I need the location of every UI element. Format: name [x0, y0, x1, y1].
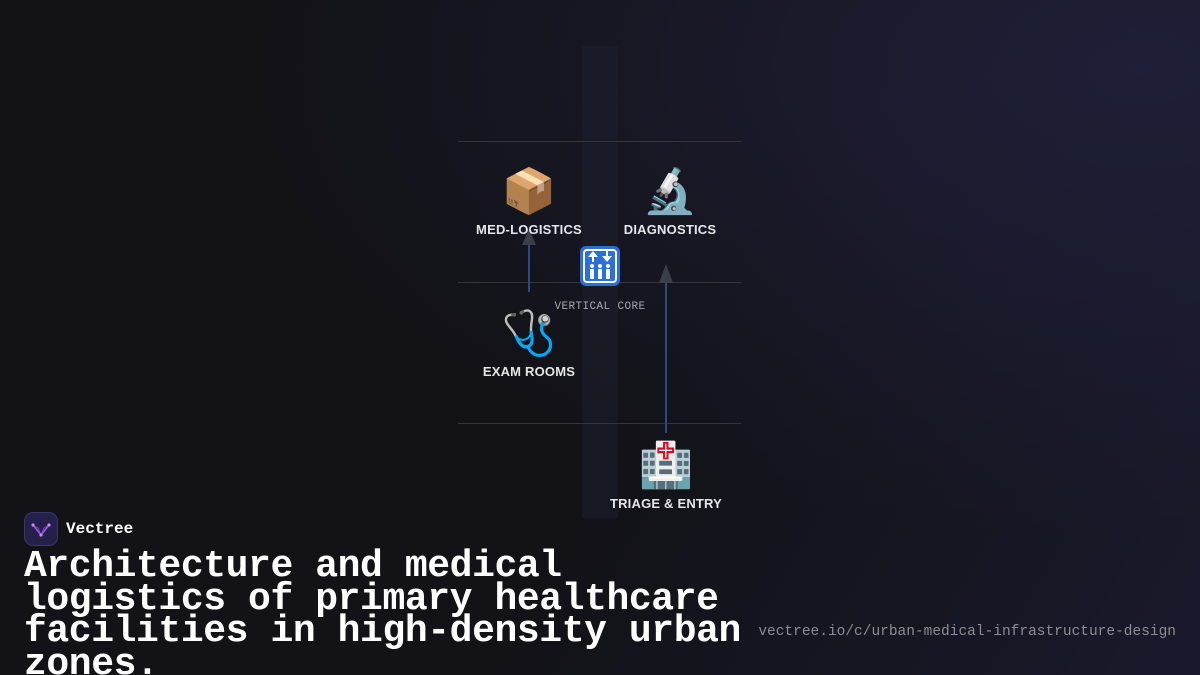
microscope-icon: 🔬	[642, 167, 698, 216]
node-med-logistics: 📦 MED-LOGISTICS	[449, 166, 609, 237]
source-url: vectree.io/c/urban-medical-infrastructur…	[758, 624, 1176, 640]
stethoscope-icon: 🩺	[501, 309, 557, 358]
arrow-exam-to-logistics	[522, 229, 536, 292]
page-title: Architecture and medical logistics of pr…	[24, 545, 741, 675]
node-label-diagnostics: DIAGNOSTICS	[623, 222, 717, 237]
hospital-icon: 🏥	[638, 441, 694, 490]
node-label-exam-rooms: EXAM ROOMS	[482, 364, 576, 379]
node-label-triage-entry: TRIAGE & ENTRY	[609, 496, 723, 511]
brand-logo-icon	[24, 512, 58, 546]
vertical-core: VERTICAL CORE	[540, 246, 660, 313]
node-triage-entry: 🏥 TRIAGE & ENTRY	[586, 440, 746, 511]
floor-line-bottom	[458, 423, 741, 424]
floor-line-top	[458, 141, 741, 142]
node-diagnostics: 🔬 DIAGNOSTICS	[590, 166, 750, 237]
brand: Vectree	[24, 512, 133, 546]
node-label-med-logistics: MED-LOGISTICS	[476, 222, 582, 237]
brand-name: Vectree	[66, 520, 134, 538]
package-icon: 📦	[501, 167, 557, 216]
elevator-icon	[580, 246, 620, 286]
node-exam-rooms: 🩺 EXAM ROOMS	[449, 308, 609, 379]
arrow-triage-to-diagnostics	[659, 264, 673, 433]
vertical-core-label: VERTICAL CORE	[554, 301, 646, 313]
